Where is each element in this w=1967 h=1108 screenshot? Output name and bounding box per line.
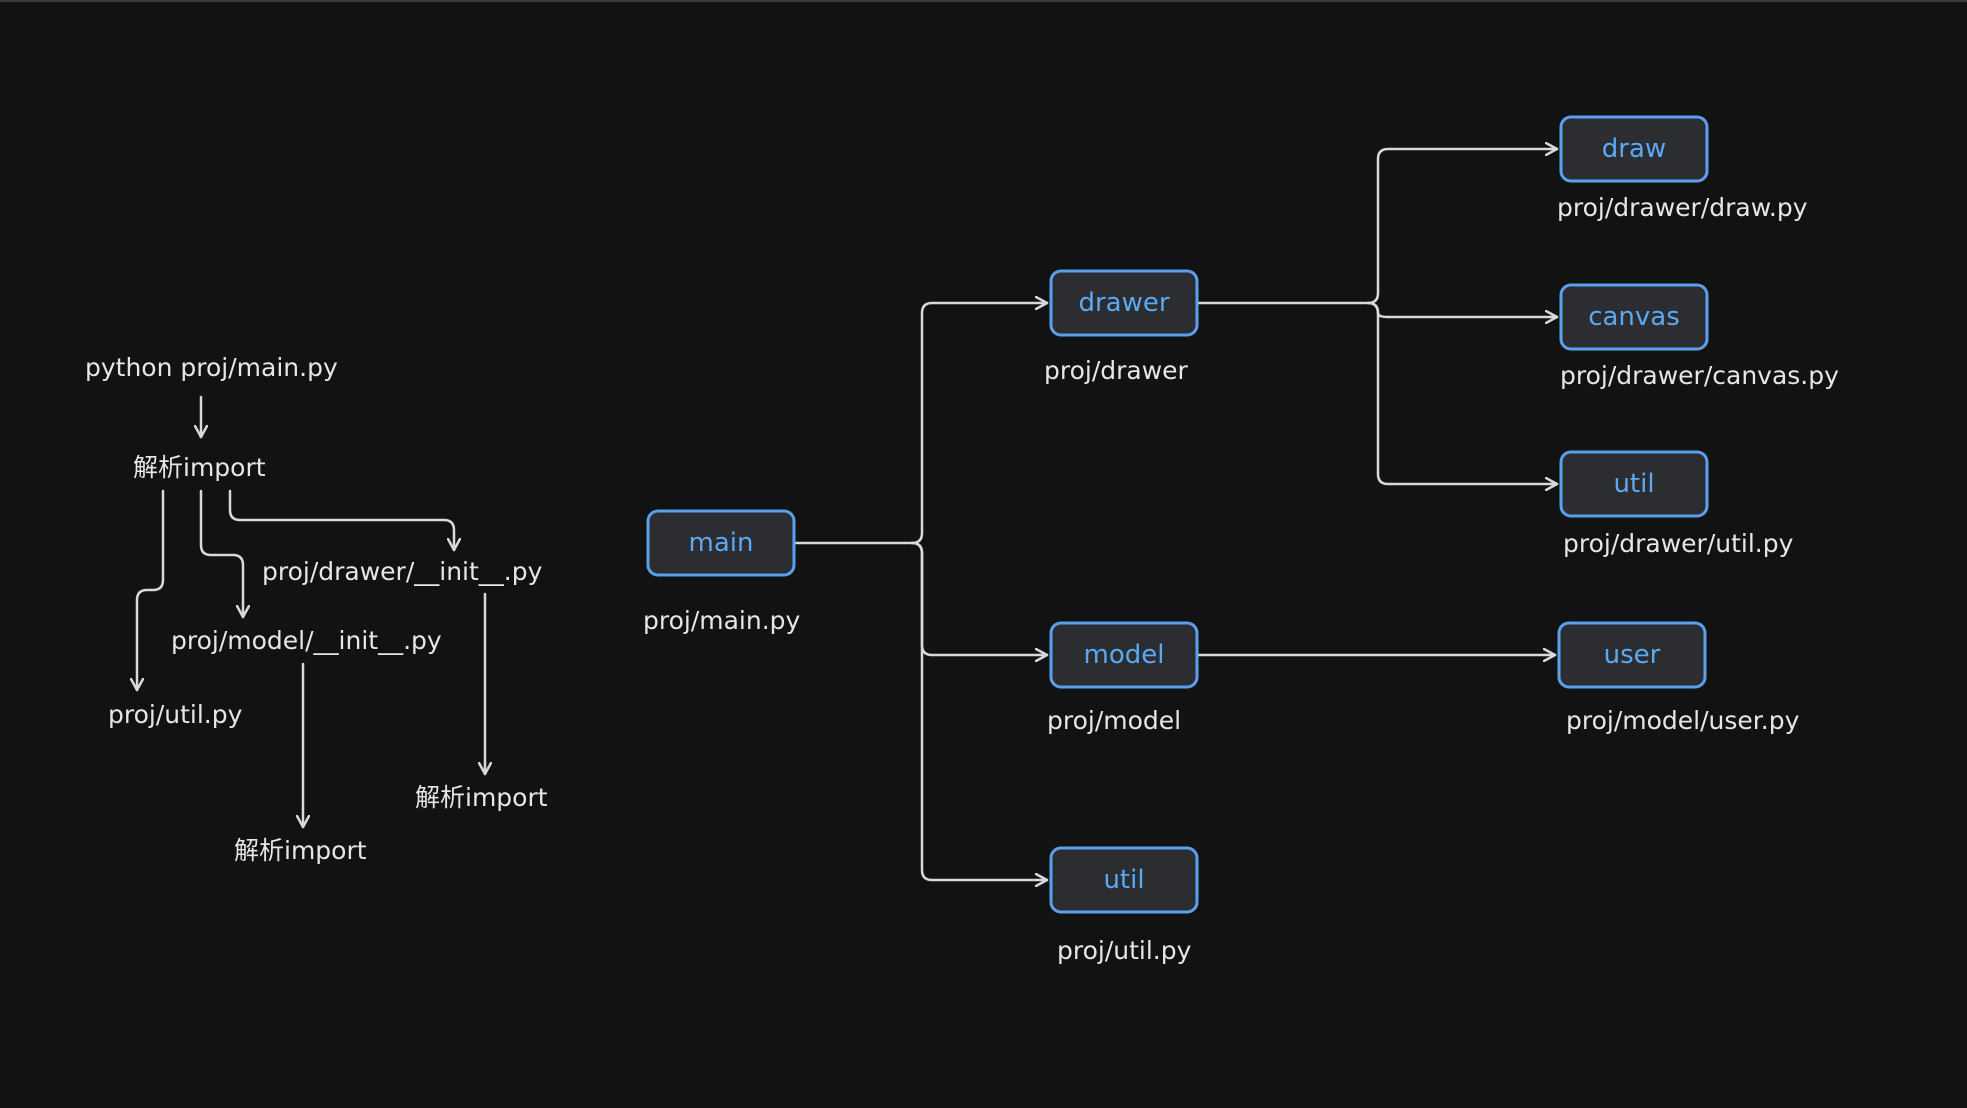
node-util-label: util [1103, 865, 1144, 895]
edge-main-util [910, 541, 1049, 880]
node-model-label: model [1084, 640, 1165, 670]
node-draw[interactable]: draw [1559, 115, 1709, 183]
node-drawer-util-label: util [1613, 469, 1654, 499]
edge-drawer-draw [1196, 149, 1559, 305]
edge-drawer-canvas [1366, 301, 1559, 317]
flow-util-label: proj/util.py [108, 700, 243, 729]
flow-model-init-label: proj/model/__init__.py [171, 626, 442, 655]
flow-parse-label-1: 解析import [133, 453, 266, 482]
edge-main-drawer [794, 303, 1049, 545]
node-model[interactable]: model [1049, 621, 1199, 689]
node-main-path: proj/main.py [643, 606, 801, 635]
node-drawer-path: proj/drawer [1044, 356, 1189, 385]
node-canvas[interactable]: canvas [1559, 283, 1709, 351]
flow-start-label: python proj/main.py [85, 353, 338, 382]
edge-main-model [910, 541, 1049, 655]
node-model-path: proj/model [1047, 706, 1181, 735]
flow-parse-label-2: 解析import [234, 836, 367, 865]
node-user-label: user [1604, 640, 1661, 670]
node-user[interactable]: user [1557, 621, 1707, 689]
node-drawer-label: drawer [1078, 288, 1169, 318]
node-drawer-util-path: proj/drawer/util.py [1563, 529, 1794, 558]
flow-arrow-to-drawer-init [228, 489, 454, 552]
flow-drawer-init-label: proj/drawer/__init__.py [262, 557, 543, 586]
node-user-path: proj/model/user.py [1566, 706, 1800, 735]
node-util-path: proj/util.py [1057, 936, 1192, 965]
node-drawer[interactable]: drawer [1049, 269, 1199, 337]
edge-drawer-util [1366, 301, 1559, 484]
flow-arrow-to-model-init [199, 489, 243, 619]
import-flow: python proj/main.py 解析import proj/drawer… [85, 353, 548, 865]
module-tree: main proj/main.py drawer proj/drawer mod… [643, 115, 1839, 965]
node-main[interactable]: main [646, 509, 796, 577]
node-draw-label: draw [1602, 134, 1666, 164]
node-canvas-label: canvas [1588, 302, 1680, 332]
flow-parse-label-3: 解析import [415, 783, 548, 812]
flow-arrow-to-util [137, 489, 165, 692]
node-main-label: main [689, 528, 754, 558]
node-util[interactable]: util [1049, 846, 1199, 914]
node-canvas-path: proj/drawer/canvas.py [1560, 361, 1839, 390]
top-border [0, 0, 1967, 2]
node-draw-path: proj/drawer/draw.py [1557, 193, 1808, 222]
node-drawer-util[interactable]: util [1559, 450, 1709, 518]
